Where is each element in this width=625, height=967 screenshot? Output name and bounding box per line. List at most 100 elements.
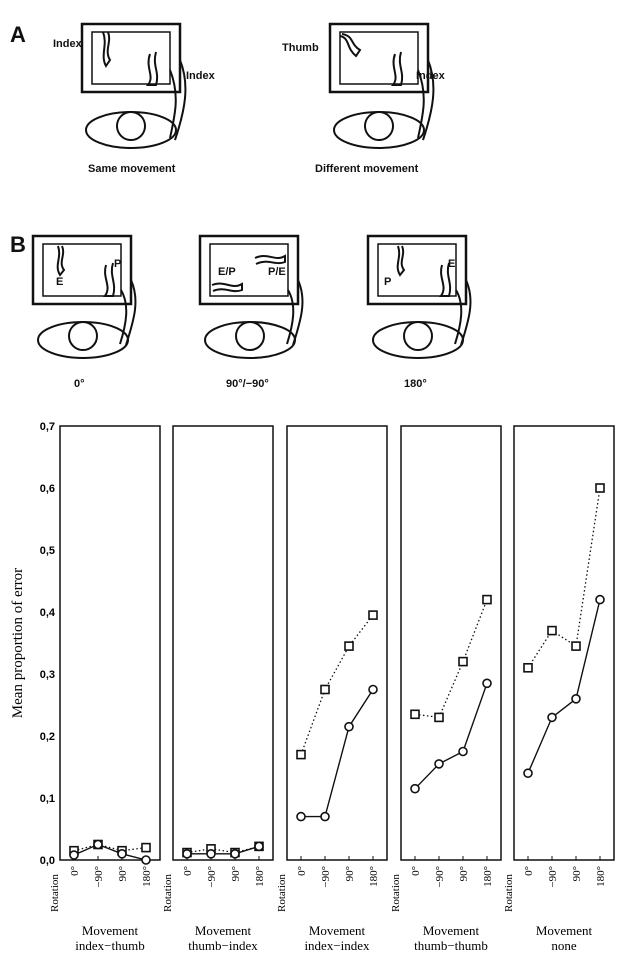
scene-180-label-p: P <box>384 276 392 288</box>
facet-frame <box>513 425 615 861</box>
facet-title-line2: index−thumb <box>75 938 144 953</box>
square-point <box>434 712 444 723</box>
x-tick-label: 90° <box>571 866 583 881</box>
scene-90-label-pe: P/E <box>268 266 286 278</box>
y-tick-label: 0,2 <box>40 731 55 743</box>
x-tick-label: 90° <box>117 866 129 881</box>
x-tick-label: 0° <box>182 866 194 876</box>
y-tick-label: 0,1 <box>40 793 55 805</box>
series-circle-line <box>527 599 601 774</box>
x-tick-label: 0° <box>296 866 308 876</box>
circle-point <box>595 594 605 605</box>
x-tick-label: −90° <box>93 866 105 888</box>
scene-90-caption: 90°/−90° <box>226 378 269 390</box>
square-point <box>344 641 354 651</box>
circle-point <box>368 684 378 695</box>
x-tick-label: 90° <box>344 866 356 881</box>
square-point <box>547 625 557 636</box>
square-point <box>571 641 581 651</box>
facet-title-line2: thumb−index <box>188 938 258 953</box>
panel-a-left-screen-label: Index <box>53 38 82 50</box>
y-tick-label: 0,5 <box>40 545 55 557</box>
scene-180-label-e: E <box>448 258 456 270</box>
rotation-label: Rotation <box>503 874 515 912</box>
facet-title-line1: Movement <box>195 923 252 938</box>
scene-90-label-ep: E/P <box>218 266 236 278</box>
y-tick-label: 0,6 <box>40 483 55 495</box>
circle-point <box>296 811 306 822</box>
x-tick-label: 0° <box>523 866 535 876</box>
circle-point <box>320 811 330 822</box>
square-point <box>595 483 605 493</box>
x-tick-label: 0° <box>69 866 81 876</box>
square-point <box>523 662 533 673</box>
circle-point <box>230 848 240 859</box>
facet-title-line2: none <box>551 938 577 953</box>
facet-frame <box>400 425 502 861</box>
series-square-line <box>73 843 147 852</box>
panel-a-right-outside-label: Index <box>416 70 445 82</box>
circle-point <box>482 678 492 689</box>
circle-point <box>523 768 533 779</box>
x-tick-label: 0° <box>410 866 422 876</box>
rotation-label: Rotation <box>162 874 174 912</box>
y-tick-label: 0,3 <box>40 669 55 681</box>
series-circle-line <box>414 683 488 790</box>
series-square-line <box>300 614 374 755</box>
facet-frame <box>286 425 388 861</box>
scene-180-caption: 180° <box>404 378 427 390</box>
panel-a-letter: A <box>10 22 26 47</box>
facet-title-line1: Movement <box>423 923 480 938</box>
scene-0-label-p: P <box>114 258 122 270</box>
circle-point <box>410 783 420 794</box>
y-tick-label: 0,0 <box>40 855 55 867</box>
facet-title-line1: Movement <box>536 923 593 938</box>
square-point <box>482 594 492 605</box>
square-point <box>141 842 151 853</box>
rotation-label: Rotation <box>276 874 288 912</box>
circle-point <box>93 839 103 850</box>
y-tick-label: 0,4 <box>40 607 56 619</box>
x-tick-label: −90° <box>547 866 559 888</box>
facet-frame <box>59 425 161 861</box>
scene-0 <box>31 234 137 359</box>
square-point <box>458 656 468 667</box>
circle-point <box>69 850 79 860</box>
x-tick-label: −90° <box>434 866 446 888</box>
monitor-right <box>328 22 435 149</box>
square-point <box>296 749 306 760</box>
panel-a-right-caption: Different movement <box>315 163 419 175</box>
series-circle-line <box>73 843 147 861</box>
circle-point <box>182 848 192 859</box>
facet-frame <box>172 425 274 861</box>
x-tick-label: 180° <box>141 866 153 887</box>
y-axis-label: Mean proportion of error <box>10 568 26 718</box>
square-point <box>410 709 420 720</box>
rotation-label: Rotation <box>49 874 61 912</box>
monitor-left <box>80 22 187 149</box>
panel-a-left-outside-label: Index <box>186 70 215 82</box>
panel-a-left-caption: Same movement <box>88 163 176 175</box>
panel-a-figure <box>31 22 472 359</box>
facet-title-line2: index−index <box>304 938 370 953</box>
circle-point <box>206 848 216 859</box>
square-point <box>320 684 330 695</box>
scene-0-caption: 0° <box>74 378 85 390</box>
scene-90 <box>198 234 304 359</box>
x-tick-label: 180° <box>595 866 607 887</box>
circle-point <box>117 848 127 859</box>
square-point <box>368 610 378 620</box>
scene-0-label-e: E <box>56 276 64 288</box>
x-tick-label: 90° <box>458 866 470 881</box>
x-tick-label: −90° <box>320 866 332 888</box>
x-tick-label: 180° <box>254 866 266 887</box>
series-square-line <box>414 599 488 719</box>
circle-point <box>434 759 444 769</box>
error-chart: Mean proportion of error 0,0 0,1 0,2 0,3 0,4 0… <box>10 421 615 953</box>
circle-point <box>571 693 581 704</box>
circle-point <box>547 712 557 723</box>
circle-point <box>458 746 468 757</box>
series-square-line <box>527 487 601 669</box>
facet-title-line2: thumb−thumb <box>414 938 488 953</box>
series-circle-line <box>301 689 374 818</box>
